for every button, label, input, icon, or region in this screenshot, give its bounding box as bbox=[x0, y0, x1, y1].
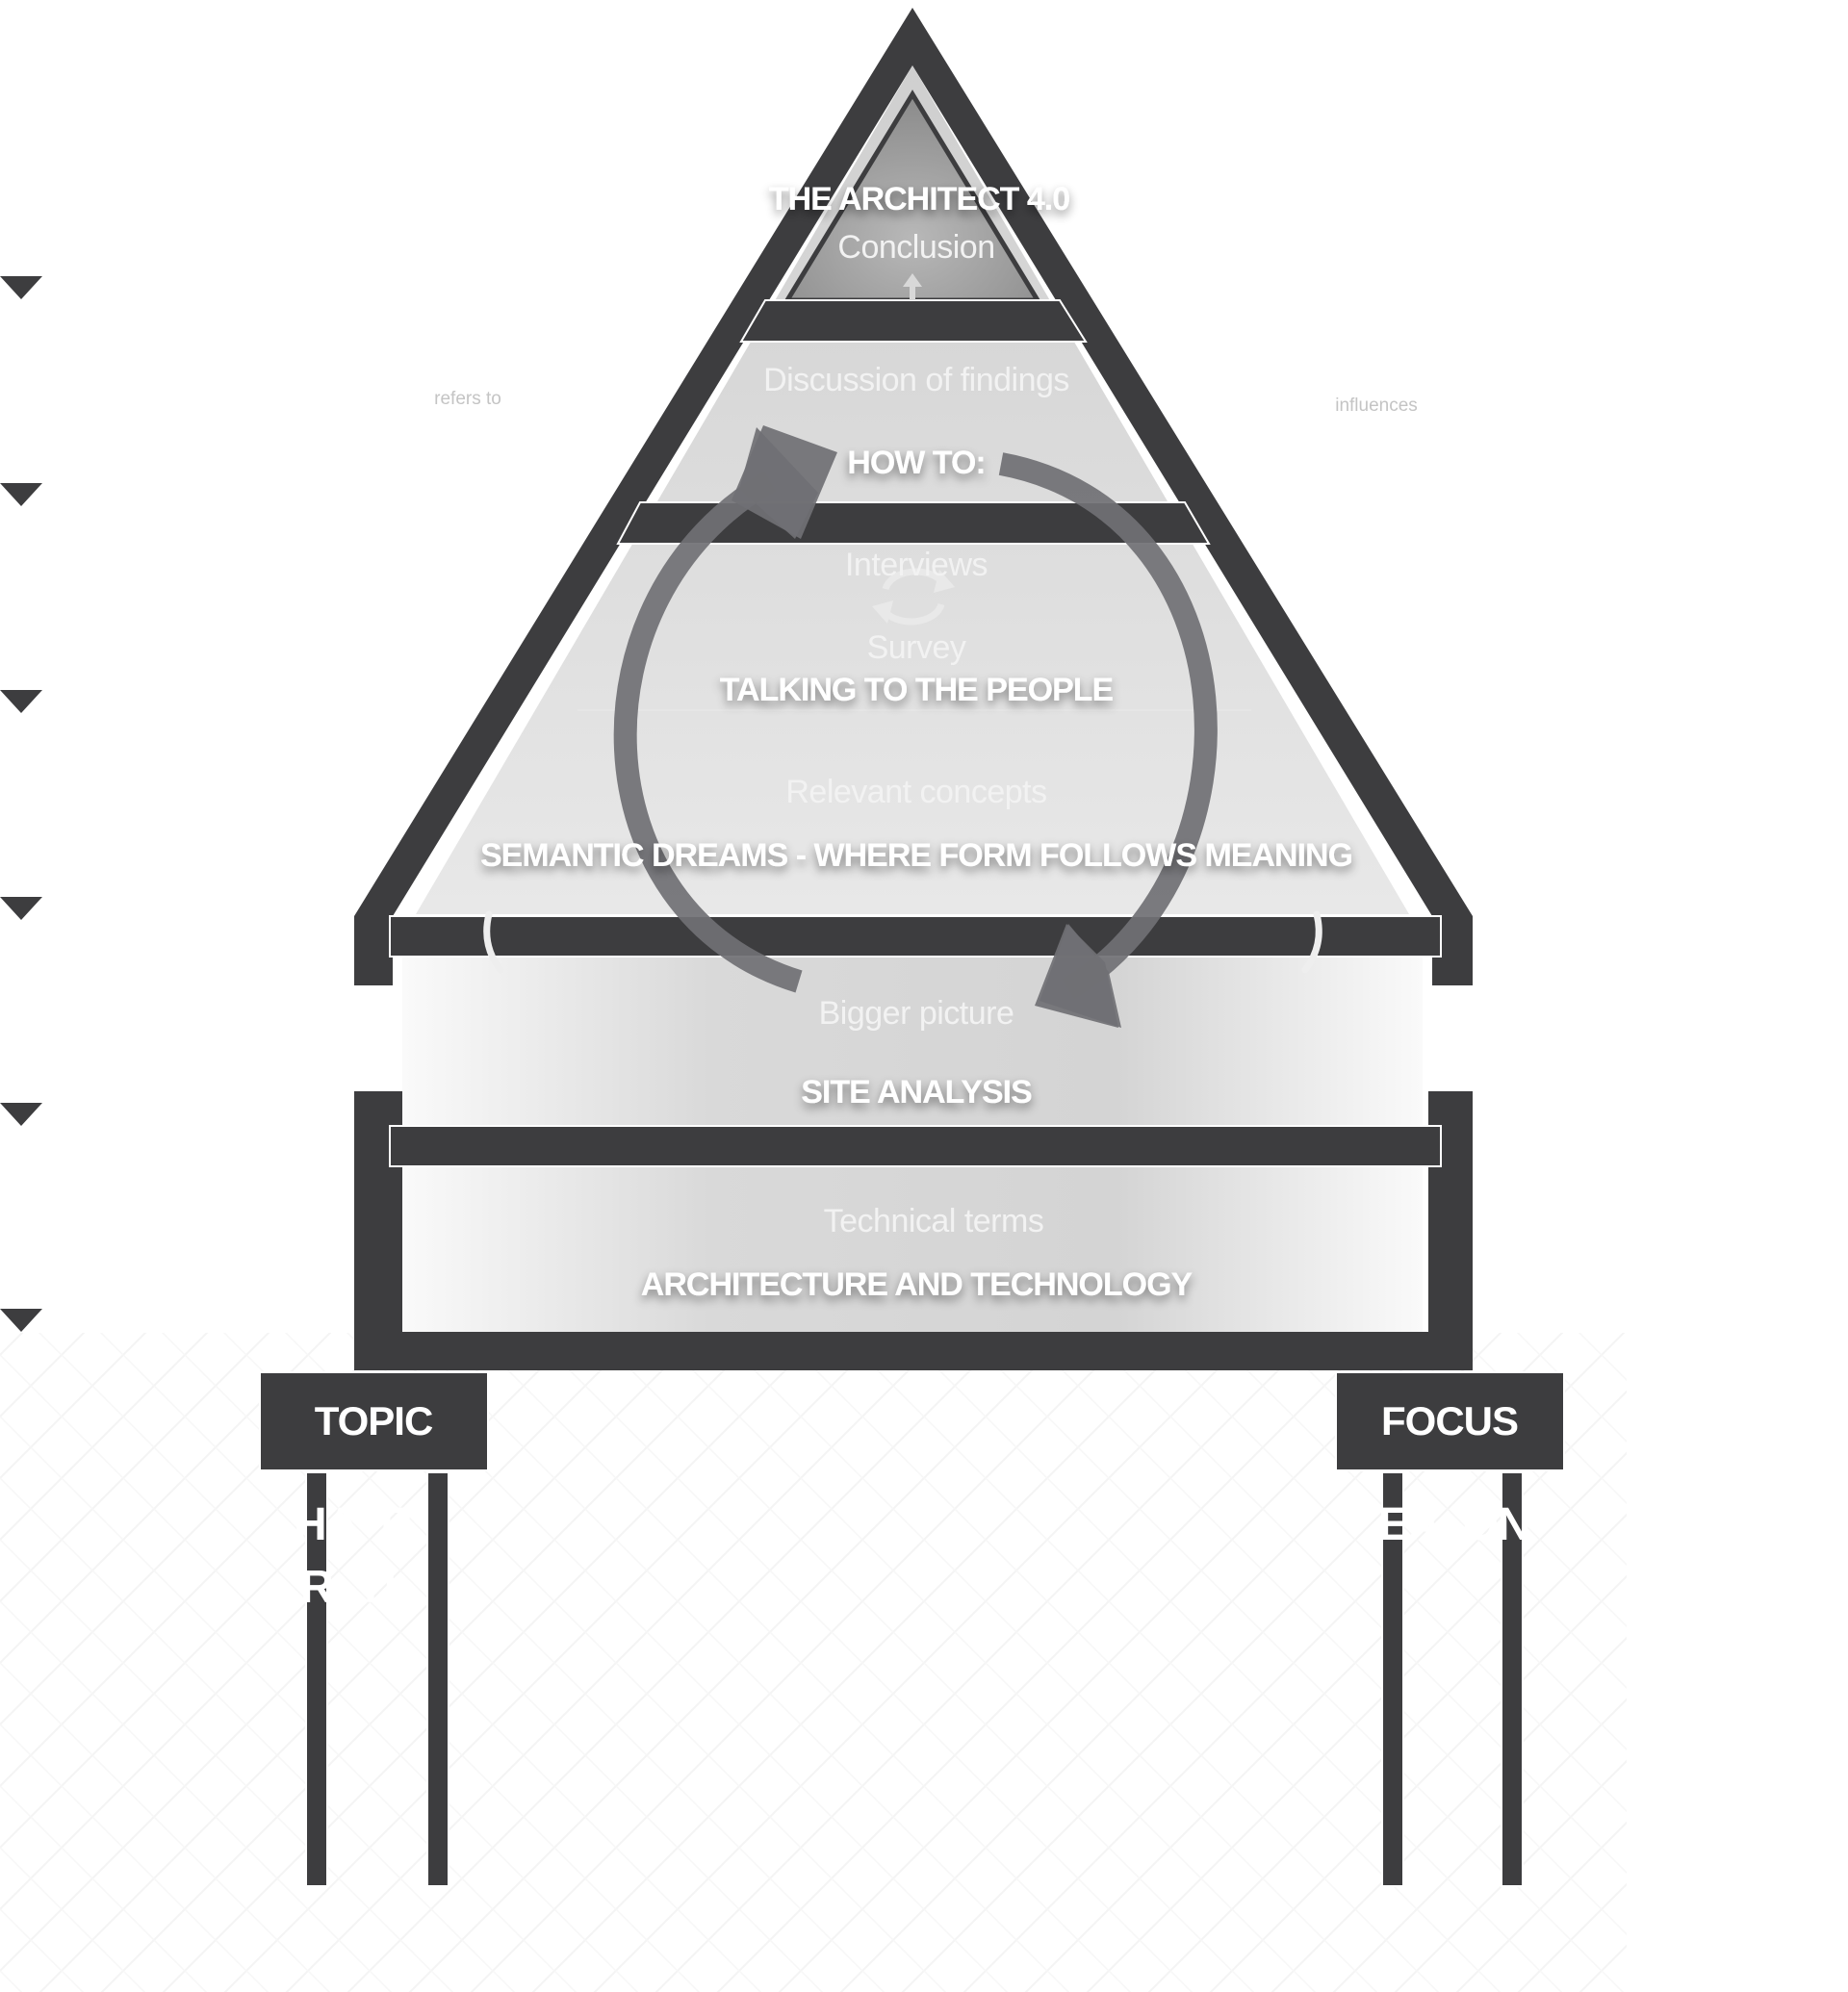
semantic-subtitle: Relevant concepts bbox=[785, 774, 1046, 810]
level-marker-3 bbox=[0, 690, 42, 713]
focus-box bbox=[1335, 1371, 1565, 1471]
piles bbox=[305, 1471, 1524, 1887]
site-floor bbox=[402, 957, 1423, 1126]
pile-topic-left bbox=[305, 1471, 328, 1887]
topic-cut-text-1: HA IT bbox=[294, 1499, 421, 1550]
topic-label: TOPIC bbox=[315, 1398, 433, 1443]
apex-interior bbox=[787, 94, 1038, 300]
left-annotation: refers to bbox=[434, 389, 501, 409]
pile-focus-right bbox=[1501, 1471, 1524, 1887]
level-marker-2 bbox=[0, 483, 42, 506]
people-item-survey: Survey bbox=[867, 629, 966, 666]
pile-topic-right bbox=[426, 1471, 449, 1887]
up-arrow-icon bbox=[903, 273, 922, 300]
bracket-left bbox=[483, 910, 504, 974]
arch-subtitle: Technical terms bbox=[824, 1203, 1044, 1239]
roof-interior bbox=[416, 65, 1409, 914]
level-marker-1 bbox=[0, 276, 42, 299]
bracket-right bbox=[1301, 910, 1322, 974]
level-marker-6 bbox=[0, 1309, 42, 1332]
topic-cut-text-2: R TI bbox=[300, 1562, 396, 1613]
people-title: TALKING TO THE PEOPLE bbox=[720, 672, 1114, 708]
cycle-arrowhead-left-tip bbox=[732, 425, 837, 539]
howto-title: HOW TO: bbox=[847, 445, 985, 481]
pile-focus-left bbox=[1381, 1471, 1404, 1887]
slab-semantic bbox=[389, 915, 1442, 958]
cycle-arrowhead-right-tip bbox=[1040, 924, 1121, 1028]
howto-subtitle: Discussion of findings bbox=[763, 362, 1069, 398]
site-title: SITE ANALYSIS bbox=[801, 1074, 1032, 1111]
right-annotation: influences bbox=[1335, 396, 1418, 416]
focus-cut-text: EA ON bbox=[1378, 1499, 1530, 1550]
site-subtitle: Bigger picture bbox=[819, 995, 1014, 1032]
arch-title: ARCHITECTURE AND TECHNOLOGY bbox=[641, 1266, 1194, 1303]
semantic-title: SEMANTIC DREAMS - WHERE FORM FOLLOWS MEA… bbox=[480, 837, 1352, 874]
apex-title: THE ARCHITECT 4.0 bbox=[769, 181, 1069, 217]
level-marker-5 bbox=[0, 1103, 42, 1126]
level-marker-4 bbox=[0, 897, 42, 920]
apex-subtitle: Conclusion bbox=[837, 229, 994, 266]
slab-apex bbox=[739, 299, 1088, 343]
people-item-interviews: Interviews bbox=[845, 547, 988, 583]
slab-site bbox=[389, 1125, 1442, 1167]
focus-label: FOCUS bbox=[1381, 1398, 1518, 1443]
slab-base bbox=[354, 1332, 1473, 1370]
exchange-icon bbox=[872, 568, 955, 626]
architecture-floor bbox=[402, 1166, 1423, 1332]
cycle-arrows bbox=[613, 425, 1218, 1028]
cycle-arc-left bbox=[613, 471, 803, 993]
topic-box bbox=[259, 1371, 489, 1471]
level-markers bbox=[0, 276, 42, 1332]
cycle-arc-right bbox=[998, 452, 1218, 1000]
